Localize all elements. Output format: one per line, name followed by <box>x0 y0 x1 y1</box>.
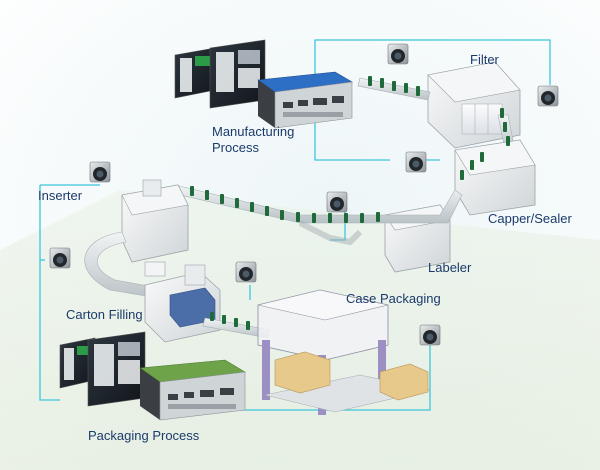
carton-filling-machine-icon <box>144 261 221 343</box>
label-capper-sealer: Capper/Sealer <box>488 211 572 226</box>
label-manufacturing-process: Manufacturing Process <box>212 124 295 155</box>
monitor-icon <box>174 39 266 109</box>
capper-sealer-machine-icon <box>454 139 536 216</box>
filter-machine-icon <box>427 61 521 149</box>
camera-icon <box>537 85 559 107</box>
label-carton-filling: Carton Filling <box>66 307 143 322</box>
bottles <box>190 76 510 330</box>
label-case-packaging: Case Packaging <box>346 291 441 306</box>
camera-icon <box>387 43 409 65</box>
case-packaging-machine-icon <box>257 289 431 415</box>
controller-box-icon <box>139 359 246 421</box>
camera-icon <box>405 151 427 173</box>
inserter-machine-icon <box>121 179 189 263</box>
label-labeler: Labeler <box>428 260 472 275</box>
label-inserter: Inserter <box>38 188 83 203</box>
camera-icon <box>89 161 111 183</box>
camera-icon <box>419 324 441 346</box>
camera-icon <box>49 247 71 269</box>
label-packaging-process: Packaging Process <box>88 428 200 443</box>
camera-icon <box>235 261 257 283</box>
camera-icon <box>326 191 348 213</box>
label-filter: Filter <box>470 52 499 67</box>
monitor-icon <box>59 331 146 407</box>
controller-box-icon <box>257 71 353 129</box>
